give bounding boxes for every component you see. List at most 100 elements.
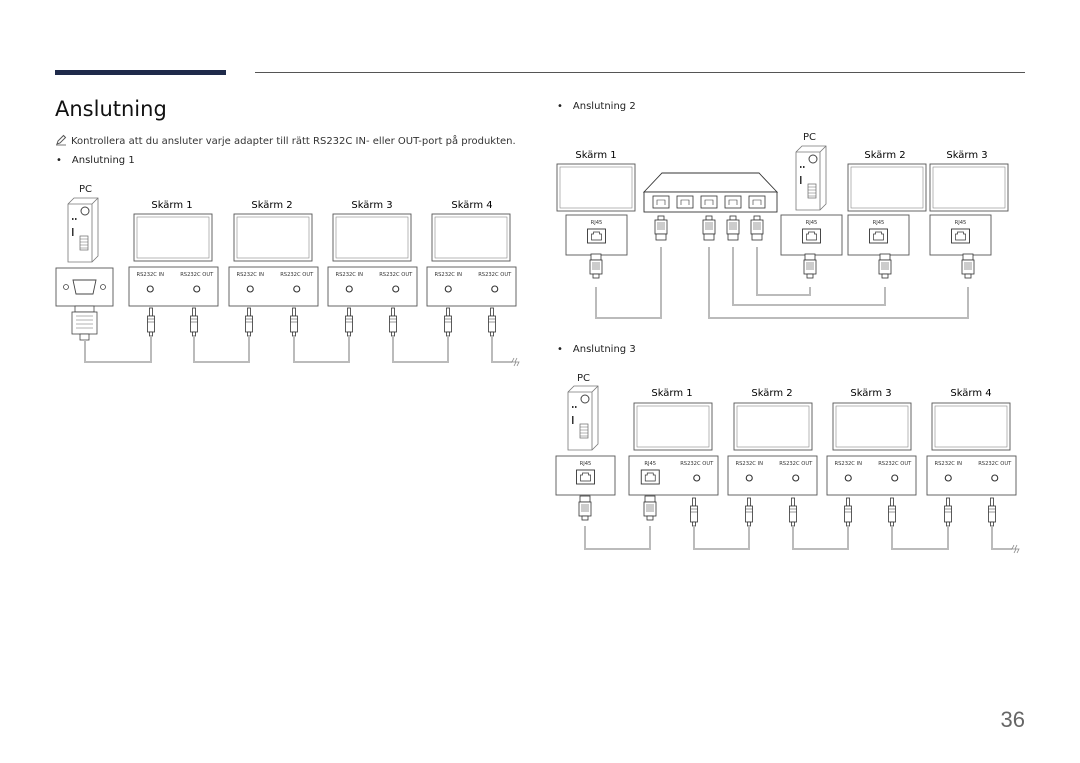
cable: [732, 247, 886, 306]
screen-row-1: Skärm 1 Skärm 2 Skärm 3 Skärm 4: [151, 200, 492, 211]
cable: [693, 526, 750, 550]
screen-label: Skärm 3: [351, 200, 392, 211]
rs232c-out-label: RS232C OUT: [478, 272, 512, 278]
rs232c-port-icon: [246, 285, 254, 293]
rs232c-port-icon: [345, 285, 353, 293]
note: Kontrollera att du ansluter varje adapte…: [55, 134, 516, 147]
display-screen-icon: [133, 213, 213, 262]
db9-serial-port-icon: [55, 267, 114, 307]
screen-label: Skärm 1: [575, 150, 616, 161]
rj45-port-icon: [802, 228, 821, 244]
rs232c-plug: [745, 497, 753, 527]
rj45-port-icon: [951, 228, 970, 244]
rj45-label: RJ45: [806, 220, 818, 226]
cable: [392, 336, 449, 363]
cable: [491, 336, 512, 363]
rs232c-plug: [190, 307, 198, 337]
connection2-label: Anslutning 2: [557, 101, 636, 112]
rs232c-plug: [888, 497, 896, 527]
screen-label: Skärm 3: [850, 388, 891, 399]
rs232c-plug: [844, 497, 852, 527]
rj45-plug: [643, 495, 657, 521]
rj45-plug: [803, 253, 817, 279]
screen-label: Skärm 2: [251, 200, 292, 211]
rs232c-in-label: RS232C IN: [435, 272, 463, 278]
connection3-label: Anslutning 3: [557, 344, 636, 355]
rs232c-plug: [147, 307, 155, 337]
rs232c-port-icon: [146, 285, 154, 293]
rj45-plug: [578, 495, 592, 521]
screen-label: Skärm 1: [151, 200, 192, 211]
cable: [891, 526, 949, 550]
rs232c-in-label: RS232C IN: [137, 272, 165, 278]
rs232c-port-icon: [444, 285, 452, 293]
rs232c-in-label: RS232C IN: [835, 461, 863, 467]
connector-panel: RJ45: [565, 214, 628, 256]
rj45-label: RJ45: [955, 220, 967, 226]
rs232c-out-label: RS232C OUT: [379, 272, 413, 278]
screen-label: Skärm 3: [946, 150, 987, 161]
network-hub-icon: [642, 172, 779, 213]
rj45-label: RJ45: [873, 220, 885, 226]
rs232c-plug: [444, 307, 452, 337]
connector-panel: RJ45: [847, 214, 910, 256]
rs232c-port-icon: [991, 474, 999, 482]
rj45-plug: [702, 215, 716, 241]
display-screen-icon: [931, 402, 1011, 451]
display-screen-icon: [332, 213, 412, 262]
rj45-plug: [961, 253, 975, 279]
rs232c-in-label: RS232C IN: [736, 461, 764, 467]
pc-label: PC: [803, 132, 816, 143]
rj45-plug: [654, 215, 668, 241]
rj45-plug: [589, 253, 603, 279]
db9-connector-plug: [71, 305, 98, 341]
connector-panel: RJ45: [929, 214, 992, 256]
rs232c-out-label: RS232C OUT: [680, 461, 714, 467]
rs232c-out-label: RS232C OUT: [180, 272, 214, 278]
connector-panel: RS232C IN RS232C OUT: [128, 266, 219, 307]
rs232c-port-icon: [392, 285, 400, 293]
connection1-label: Anslutning 1: [56, 155, 135, 166]
note-text: Kontrollera att du ansluter varje adapte…: [71, 136, 516, 147]
rj45-plug: [750, 215, 764, 241]
cable: [584, 526, 651, 550]
display-screen-icon: [929, 163, 1009, 212]
pc-tower-icon: [795, 145, 827, 211]
rs232c-plug: [944, 497, 952, 527]
display-screen-icon: [733, 402, 813, 451]
display-screen-icon: [233, 213, 313, 262]
page-number: 36: [1000, 707, 1025, 732]
cable-break-icon: [1011, 544, 1020, 554]
pc-label: PC: [577, 373, 590, 384]
rs232c-port-icon: [944, 474, 952, 482]
rs232c-port-icon: [891, 474, 899, 482]
rj45-label: RJ45: [580, 461, 592, 467]
rs232c-port-icon: [193, 285, 201, 293]
display-screen-icon: [556, 163, 636, 212]
display-screen-icon: [832, 402, 912, 451]
rs232c-port-icon: [745, 474, 753, 482]
cable: [84, 336, 152, 363]
screen-label: Skärm 2: [751, 388, 792, 399]
display-screen-icon: [847, 163, 927, 212]
rj45-port-icon: [576, 469, 595, 485]
cable: [792, 526, 849, 550]
rj45-plug: [878, 253, 892, 279]
rj45-port-icon: [869, 228, 888, 244]
rs232c-port-icon: [293, 285, 301, 293]
header-accent-bar: [55, 70, 226, 75]
rs232c-plug: [988, 497, 996, 527]
rs232c-out-label: RS232C OUT: [280, 272, 314, 278]
cable: [595, 247, 662, 319]
pc-tower-icon: [67, 197, 99, 263]
rs232c-plug: [690, 497, 698, 527]
rj45-port-icon: [587, 228, 606, 244]
rs232c-plug: [789, 497, 797, 527]
